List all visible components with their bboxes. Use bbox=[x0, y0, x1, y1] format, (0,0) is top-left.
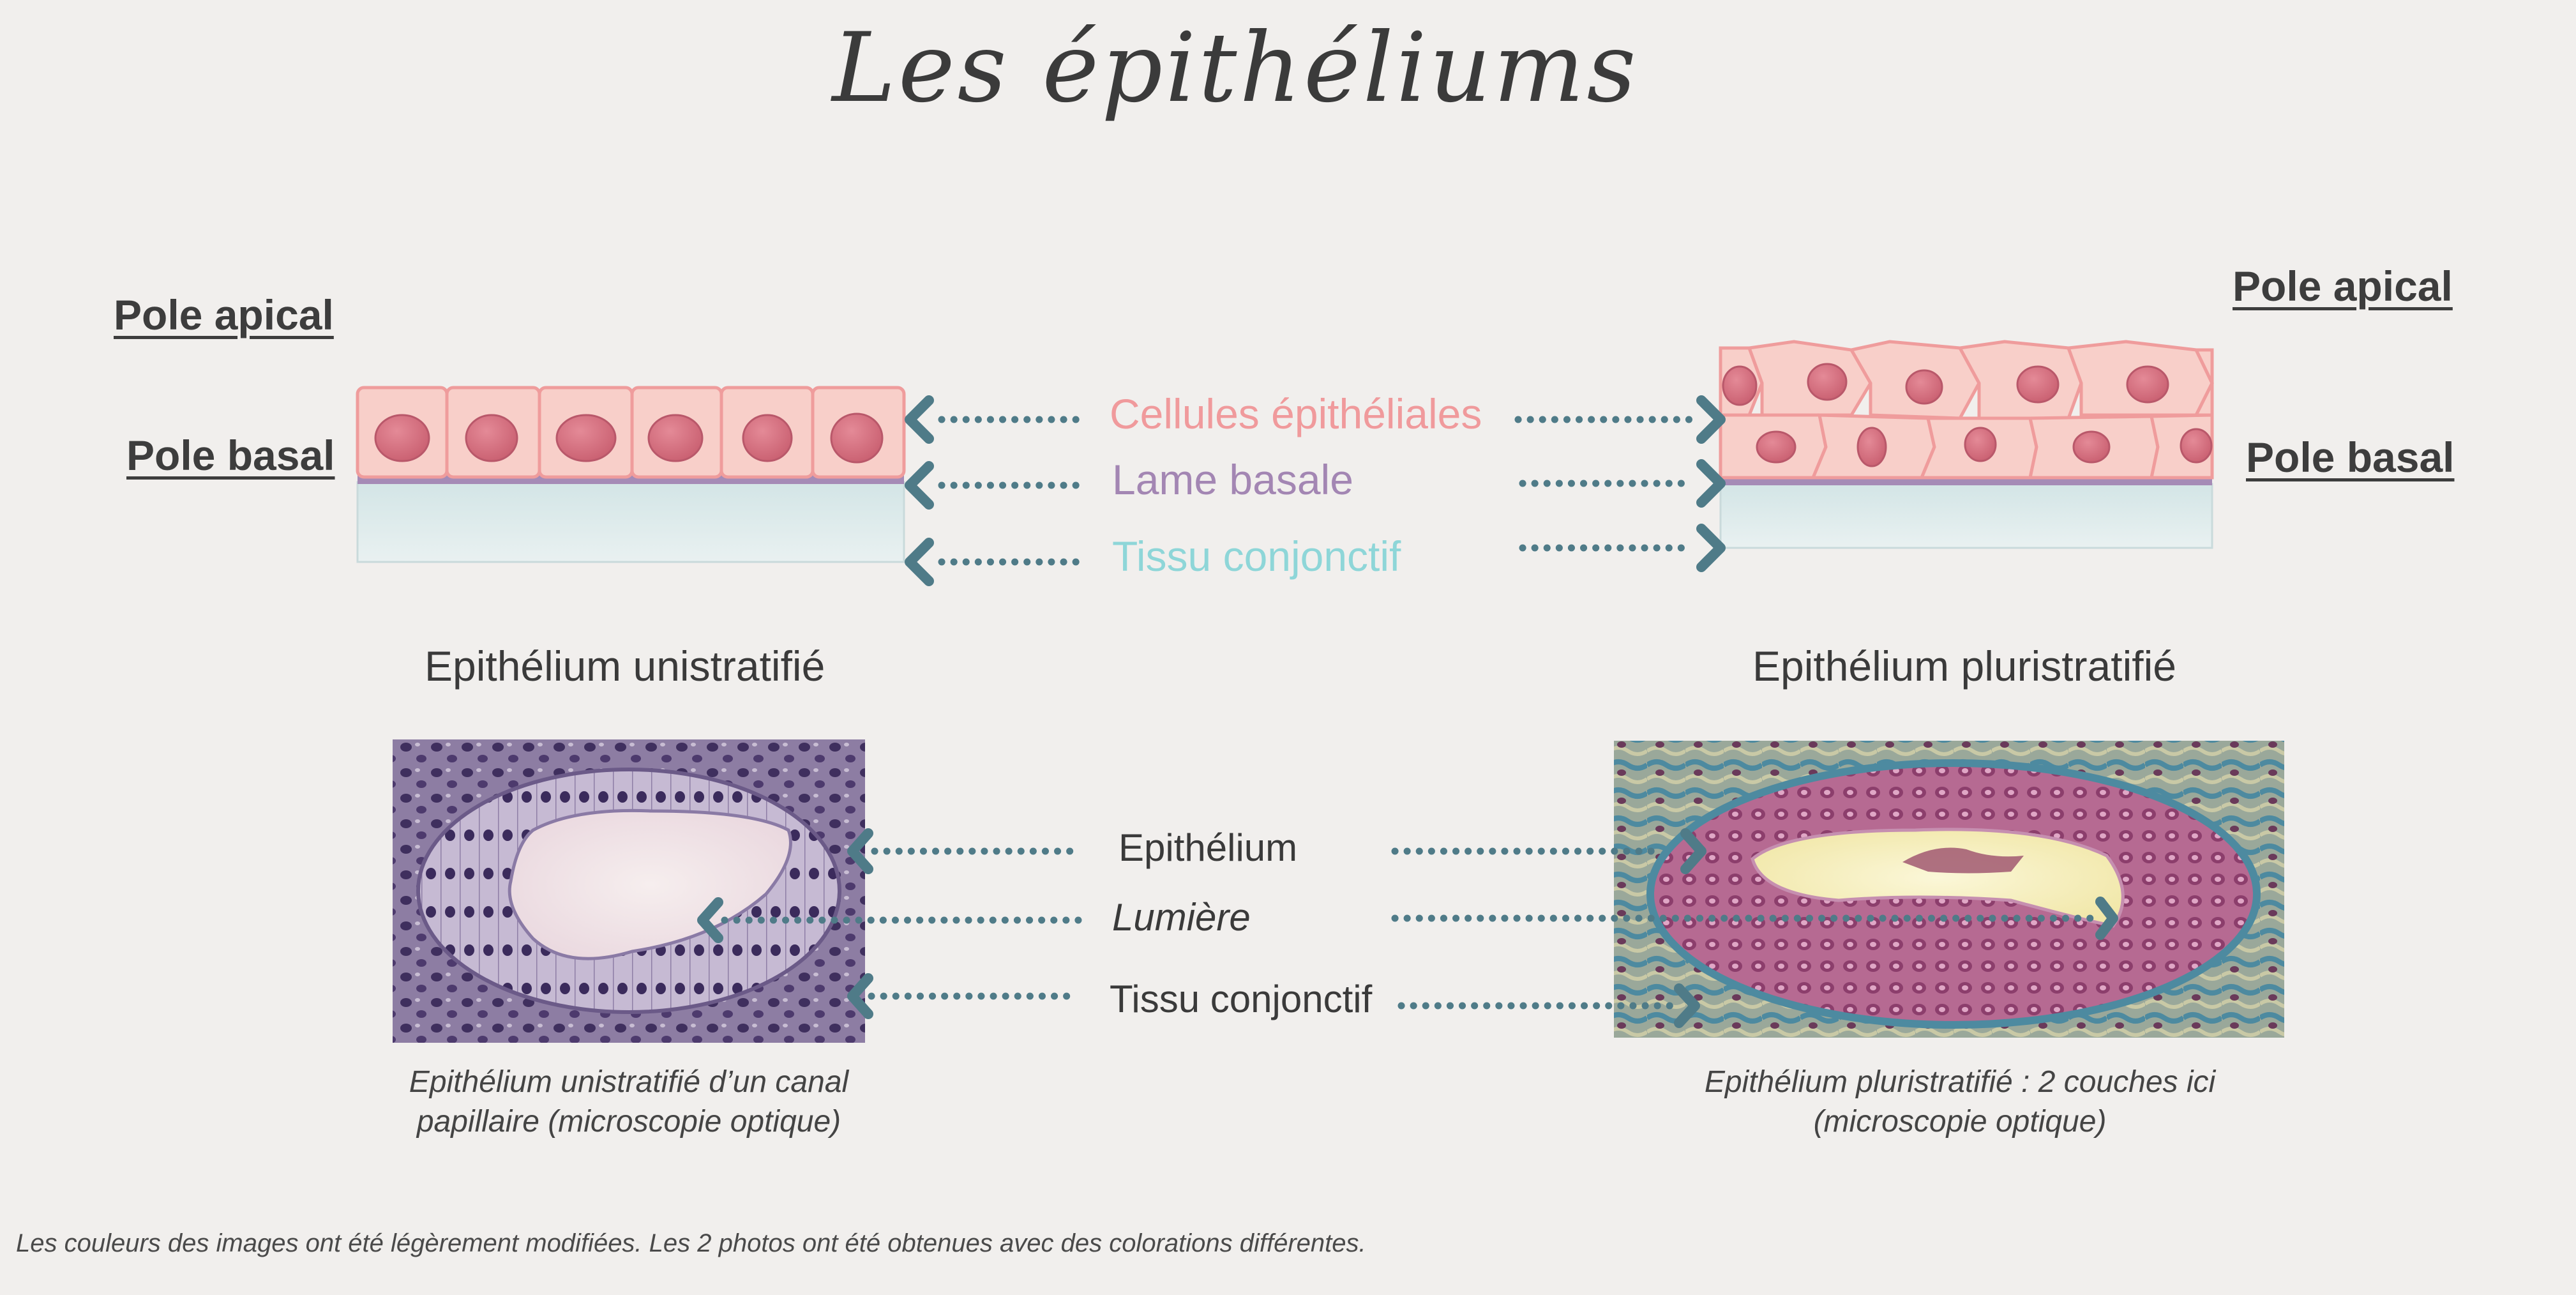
arrow-lamina-right bbox=[1696, 459, 1726, 508]
caption-left-line1: Epithélium unistratifié d’un canal bbox=[409, 1065, 849, 1099]
arrow-photo-epithelium-right bbox=[1680, 828, 1706, 874]
arrow-connective-right bbox=[1696, 524, 1726, 572]
stratified-epithelium-micrograph bbox=[1614, 741, 2284, 1038]
arrow-cells-left bbox=[905, 395, 934, 444]
page-title: Les épithéliums bbox=[832, 13, 1639, 124]
simple-epithelium-micrograph bbox=[393, 739, 865, 1043]
label-basal-lamina: Lame basale bbox=[1112, 456, 1353, 503]
right-connective-tissue bbox=[1719, 483, 2213, 549]
caption-right-line1: Epithélium pluristratifié : 2 couches ic… bbox=[1704, 1065, 2216, 1099]
right-pole-apical-label: Pole apical bbox=[2233, 262, 2453, 310]
stratified-epithelium-schematic bbox=[1719, 340, 2214, 549]
arrow-lamina-left bbox=[905, 461, 934, 510]
left-cell-row bbox=[356, 386, 906, 479]
subtitle-stratified-epithelium: Epithélium pluristratifié bbox=[1752, 642, 2176, 690]
caption-left-line2: papillaire (microscopie optique) bbox=[416, 1105, 841, 1139]
label-epithelial-cells: Cellules épithéliales bbox=[1110, 390, 1482, 437]
label-connective-tissue: Tissu conjonctif bbox=[1112, 533, 1401, 580]
left-pole-basal-label: Pole basal bbox=[126, 432, 335, 479]
subtitle-simple-epithelium: Epithélium unistratifié bbox=[425, 642, 825, 690]
arrow-connective-left bbox=[905, 538, 934, 586]
label-photo-epithelium: Epithélium bbox=[1119, 826, 1298, 869]
photo-dotted-leaders bbox=[721, 847, 2098, 1010]
caption-right-line2: (microscopie optique) bbox=[1813, 1105, 2107, 1139]
arrow-photo-lumen-right bbox=[2095, 897, 2118, 940]
footnote: Les couleurs des images ont été légèreme… bbox=[16, 1229, 1366, 1257]
simple-epithelium-schematic bbox=[356, 386, 906, 563]
caption-right: Epithélium pluristratifié : 2 couches ic… bbox=[1634, 1063, 2286, 1142]
arrow-cells-right bbox=[1696, 395, 1726, 444]
left-connective-tissue bbox=[356, 481, 905, 563]
right-nuclei bbox=[1722, 363, 2213, 467]
arrow-photo-lumen-left bbox=[697, 897, 723, 943]
right-cell-layers bbox=[1719, 340, 2214, 480]
arrow-photo-connective-left bbox=[847, 973, 873, 1019]
left-pole-apical-label: Pole apical bbox=[114, 291, 334, 338]
label-photo-lumen: Lumière bbox=[1112, 896, 1251, 939]
arrow-photo-connective-right bbox=[1674, 983, 1700, 1028]
right-pole-basal-label: Pole basal bbox=[2246, 434, 2455, 481]
diagram-dotted-leaders bbox=[938, 416, 1696, 566]
label-photo-connective: Tissu conjonctif bbox=[1110, 978, 1373, 1020]
left-nuclei bbox=[374, 413, 884, 464]
caption-left: Epithélium unistratifié d’un canal papil… bbox=[332, 1063, 926, 1142]
arrow-photo-epithelium-left bbox=[847, 828, 873, 874]
